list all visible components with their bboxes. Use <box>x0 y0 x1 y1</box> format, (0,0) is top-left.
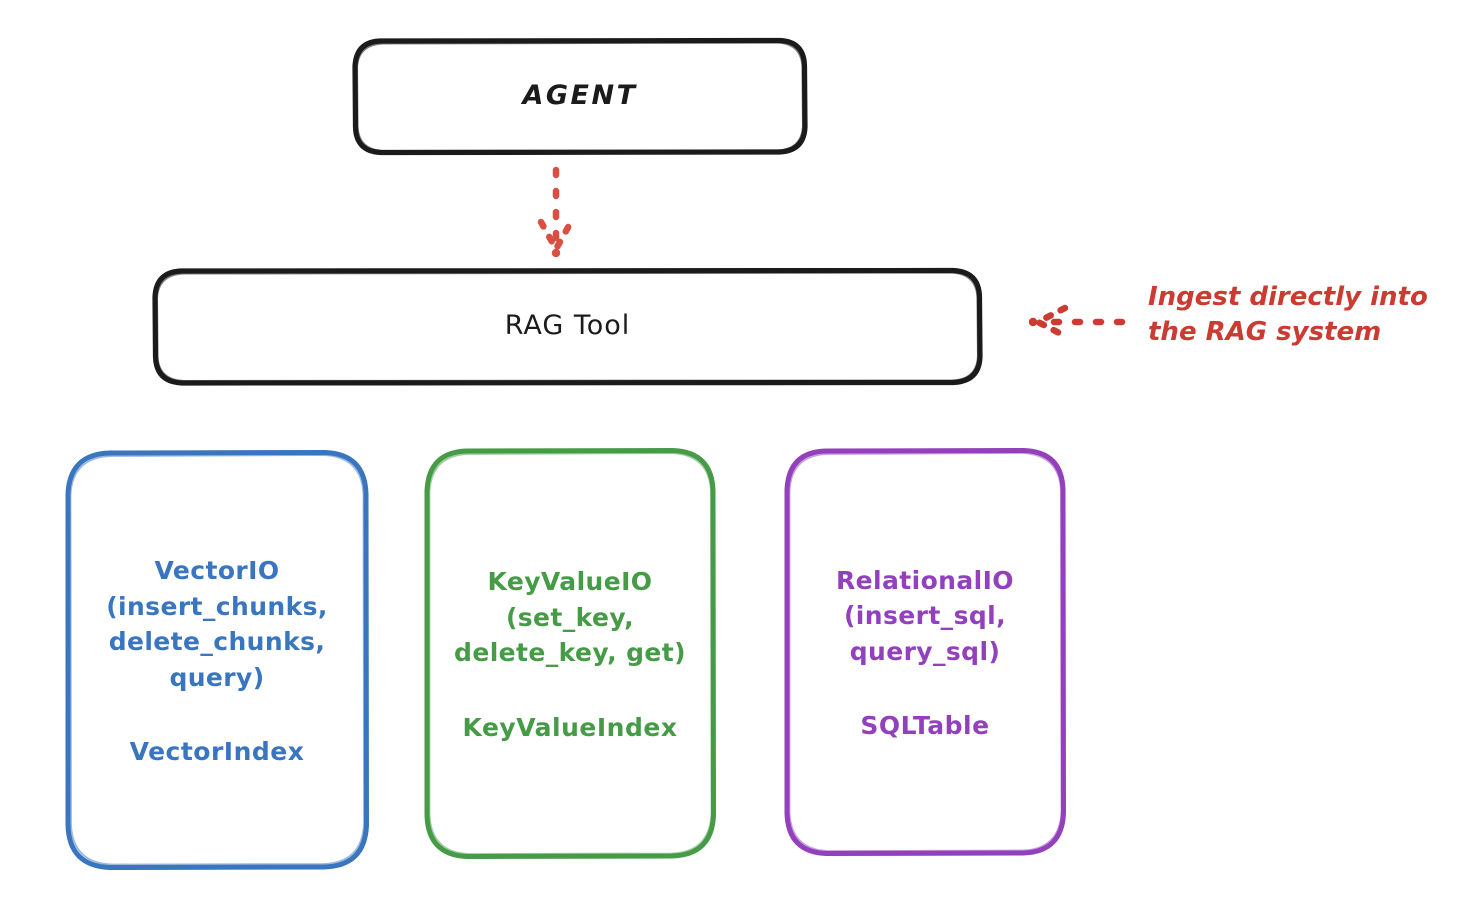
vector-io-content: VectorIO (insert_chunks, delete_chunks, … <box>96 553 338 766</box>
agent-node-label: AGENT <box>522 80 638 112</box>
relational-io-sub-label: SQLTable <box>860 711 990 741</box>
relational-io-node[interactable]: RelationalIO (insert_sql, query_sql) SQL… <box>787 450 1063 853</box>
key-value-io-node-label: KeyValueIO (set_key, delete_key, get) <box>454 567 686 668</box>
vector-io-sub-label: VectorIndex <box>129 737 305 766</box>
vector-io-node-label: VectorIO (insert_chunks, delete_chunks, … <box>106 556 328 692</box>
relational-io-content: RelationalIO (insert_sql, query_sql) SQL… <box>826 563 1024 741</box>
rag-tool-node[interactable]: RAG Tool <box>155 270 980 383</box>
ingest-annotation-arrow <box>1028 304 1126 340</box>
key-value-io-content: KeyValueIO (set_key, delete_key, get) Ke… <box>444 564 696 742</box>
key-value-io-node[interactable]: KeyValueIO (set_key, delete_key, get) Ke… <box>427 450 713 856</box>
rag-tool-node-label: RAG Tool <box>504 310 631 342</box>
relational-io-node-label: RelationalIO (insert_sql, query_sql) <box>836 565 1014 666</box>
key-value-io-sub-label: KeyValueIndex <box>462 712 678 742</box>
ingest-annotation-text: Ingest directly into the RAG system <box>1148 282 1428 348</box>
agent-to-rag-tool-arrow <box>537 166 575 258</box>
vector-io-node[interactable]: VectorIO (insert_chunks, delete_chunks, … <box>68 452 366 867</box>
agent-node[interactable]: AGENT <box>355 40 805 153</box>
